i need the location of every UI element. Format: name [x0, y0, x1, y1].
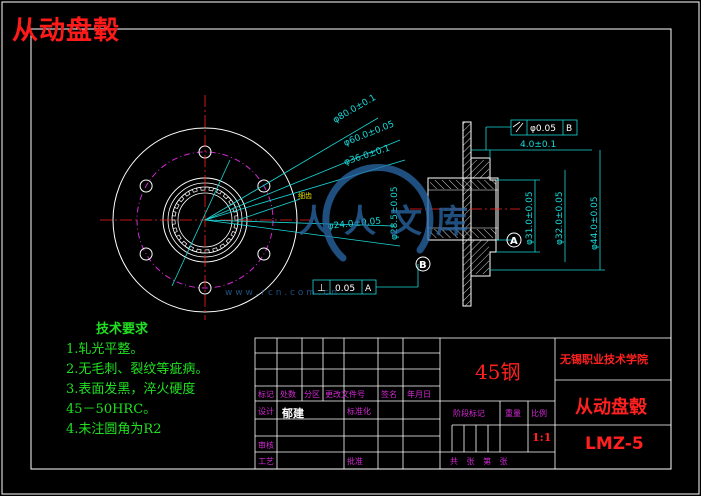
- tb-school: 无锡职业技术学院: [560, 353, 648, 366]
- tb-label-mark: 标记: [258, 390, 274, 399]
- tb-label-zone: 分区: [304, 390, 320, 399]
- tb-scale-value: 1:1: [532, 431, 552, 444]
- svg-text:A: A: [365, 284, 372, 294]
- dim-spline-diameter: φ28.5±0.05: [390, 186, 400, 240]
- spline-note: 细齿: [298, 191, 312, 200]
- title-block: [254, 337, 672, 470]
- watermark: 人人文库 w w w . r c n . c o m . c n: [225, 163, 482, 298]
- front-view: [100, 95, 310, 320]
- bolt-hole: [139, 179, 153, 193]
- datum-a-callout: A: [506, 232, 522, 248]
- svg-text:w w w . r c n . c o m . c n: w w w . r c n . c o m . c n: [225, 288, 337, 298]
- tb-label-count: 处数: [280, 390, 296, 399]
- tb-drawing-no: LMZ-5: [585, 434, 644, 454]
- tb-label-change-doc: 更改文件号: [325, 390, 365, 399]
- tech-heading: 技术要求: [96, 322, 149, 337]
- svg-text:人人文库: 人人文库: [298, 202, 482, 240]
- tb-label-sign: 签名: [381, 390, 397, 399]
- tech-item: 1.轧光平整。: [66, 342, 144, 357]
- tech-item: 2.无毛刺、裂纹等疵病。: [66, 362, 209, 377]
- svg-text:A: A: [510, 236, 518, 247]
- tb-label-weight: 重量: [505, 409, 521, 418]
- tb-label-review: 审核: [258, 441, 274, 450]
- dim-side-31: φ31.0±0.05: [525, 191, 535, 245]
- tb-label-sheets: 共 张 第 张: [450, 457, 511, 466]
- tech-item: 45－50HRC。: [66, 402, 157, 417]
- tb-label-scale: 比例: [531, 409, 547, 418]
- tb-label-standardize: 标准化: [347, 407, 371, 416]
- svg-text:0.05: 0.05: [335, 284, 355, 294]
- tb-part-name: 从动盘毂: [575, 397, 647, 418]
- dim-flange-thickness: 4.0±0.1: [520, 140, 556, 150]
- tb-label-approve: 批准: [347, 457, 363, 466]
- dim-side-44: φ44.0±0.05: [590, 196, 600, 250]
- tb-label-process: 工艺: [258, 457, 274, 466]
- tb-label-date: 年月日: [407, 390, 431, 399]
- tb-label-stage: 阶段标记: [453, 409, 485, 418]
- tech-item: 4.未注圆角为R2: [66, 422, 162, 437]
- svg-text:B: B: [566, 124, 572, 134]
- technical-requirements: 技术要求 1.轧光平整。 2.无毛刺、裂纹等疵病。 3.表面发黑，淬火硬度 45…: [66, 320, 208, 440]
- tech-item: 3.表面发黑，淬火硬度: [66, 382, 196, 397]
- dim-outer-diameter: φ80.0±0.1: [332, 93, 378, 126]
- bolt-hole: [139, 247, 153, 261]
- section-dimensions: [471, 149, 605, 271]
- bolt-hole: [257, 179, 271, 193]
- tb-designer: 郁建: [282, 407, 304, 420]
- diameter-leaders: [171, 117, 406, 287]
- bolt-hole: [257, 247, 271, 261]
- perpendicularity-frame: ⊥ 0.05 A: [312, 264, 419, 295]
- svg-text:B: B: [419, 260, 427, 271]
- tb-label-design: 设计: [258, 407, 274, 416]
- tb-material: 45钢: [475, 360, 521, 384]
- front-hub-edge: [171, 159, 231, 287]
- datum-b-callout: B: [415, 256, 431, 272]
- dim-mid-diameter: φ36.0±0.1: [343, 144, 392, 168]
- dim-side-32: φ32.0±0.05: [555, 191, 565, 245]
- position-tolerance-frame: φ0.05 B: [485, 119, 578, 150]
- svg-text:⊥: ⊥: [317, 283, 326, 294]
- drawing-title: 从动盘毂: [12, 16, 121, 46]
- svg-text:φ0.05: φ0.05: [530, 124, 556, 134]
